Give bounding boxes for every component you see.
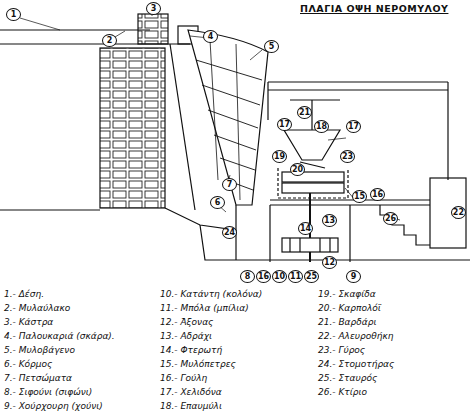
callout-number: 2 <box>102 34 117 47</box>
callout-number: 18 <box>314 120 329 133</box>
legend-entry: 15.- Μυλόπετρες <box>160 360 236 370</box>
legend-entry: 21.- Βαρδάρι <box>318 318 376 328</box>
callout-number: 12 <box>322 256 337 269</box>
callout-number: 11 <box>288 270 303 283</box>
callout-number: 9 <box>346 270 361 283</box>
callout-number: 20 <box>290 163 305 176</box>
legend-entry: 13.- Αδράχι <box>160 332 212 342</box>
legend-entry: 3.- Κάστρα <box>4 318 53 328</box>
callout-number: 1 <box>6 8 21 21</box>
callout-number: 5 <box>264 40 279 53</box>
legend-entry: 6.- Κόρμος <box>4 360 52 370</box>
callout-number: 3 <box>146 2 161 15</box>
legend-entry: 19.- Σκαφίδα <box>318 290 376 300</box>
callout-number: 7 <box>222 178 237 191</box>
legend-entry: 24.- Στομοτήρας <box>318 360 394 370</box>
legend-entry: 17.- Χελιδόνα <box>160 388 222 398</box>
callout-number: 8 <box>240 270 255 283</box>
callout-number: 6 <box>210 196 225 209</box>
legend-entry: 25.- Σταυρός <box>318 374 377 384</box>
callout-number: 24 <box>222 226 237 239</box>
legend-entry: 4.- Παλουκαριά (σκάρα). <box>4 332 115 342</box>
legend-entry: 26.- Κτίριο <box>318 388 367 398</box>
legend-entry: 11.- Μπόλα (μπίλια) <box>160 304 249 314</box>
callout-number: 23 <box>340 150 355 163</box>
legend-entry: 22.- Αλευροθήκη <box>318 332 393 342</box>
callout-number: 19 <box>272 150 287 163</box>
callout-number: 16 <box>370 188 385 201</box>
callout-number: 10 <box>272 270 287 283</box>
legend-entry: 10.- Κατάντη (κολόνα) <box>160 290 262 300</box>
callout-number: 17 <box>346 120 361 133</box>
callout-number: 22 <box>451 206 466 219</box>
legend-entry: 5.- Μυλοβάγενο <box>4 346 75 356</box>
legend-entry: 8.- Σιφούνι (σιφώνι) <box>4 388 92 398</box>
legend-entry: 12.- Άξονας <box>160 318 213 328</box>
callout-number: 15 <box>352 190 367 203</box>
callout-number: 14 <box>298 222 313 235</box>
legend-entry: 2.- Μυλαύλακο <box>4 304 70 314</box>
legend-entry: 14.- Φτερωτή <box>160 346 222 356</box>
legend-entry: 20.- Καρπολόϊ <box>318 304 381 314</box>
callout-number: 25 <box>304 270 319 283</box>
legend-entry: 23.- Γύρος <box>318 346 365 356</box>
legend-entry: 7.- Πετσώματα <box>4 374 72 384</box>
diagram-title: ΠΛΑΓΙΑ ΟΨΗ ΝΕΡΟΜΥΛΟΥ <box>300 4 448 14</box>
callout-number: 4 <box>203 30 218 43</box>
callout-number: 13 <box>322 214 337 227</box>
legend-entry: 18.- Επαυμύλι <box>160 402 222 412</box>
legend-entry: 9.- Χούρχουρη (χούνι) <box>4 402 103 412</box>
callout-number: 16 <box>256 270 271 283</box>
legend-entry: 1.- Δέση. <box>4 290 44 300</box>
legend-entry: 16.- Γούλη <box>160 374 207 384</box>
callout-number: 26 <box>383 212 398 225</box>
callout-number: 17 <box>277 118 292 131</box>
callout-number: 21 <box>297 106 312 119</box>
